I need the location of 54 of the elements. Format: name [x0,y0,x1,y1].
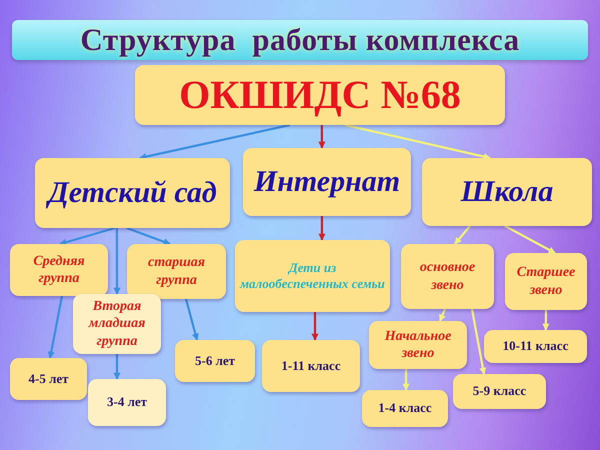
node-label: 5-9 класс [472,383,526,400]
node-box [73,294,161,354]
arrow [139,124,290,160]
node-label: 1-11 класс [281,358,341,374]
node-box [422,158,592,226]
arrow [344,124,491,160]
title: Структура работы комплекса [80,22,520,58]
node-box [484,330,587,363]
node-box [10,358,87,400]
node-label: 10-11 класс [502,338,568,355]
node-label: Детский сад [48,175,217,212]
node-box [262,340,360,392]
node-box [505,253,587,310]
node-label: 3-4 лет [106,394,148,411]
node-label: Интернат [254,164,400,200]
node-label: 5-6 лет [194,352,236,370]
arrow [318,125,326,149]
node-label: старшая группа [147,254,206,289]
arrow [48,296,64,359]
node-box [35,158,230,228]
node-label: Школа [460,174,554,210]
arrow [470,308,486,375]
arrow [504,225,556,254]
node-label: Старшее звено [516,264,576,299]
node-label: Средняя группа [32,252,86,288]
arrow [318,216,326,241]
node-box [235,240,390,312]
arrow [312,312,318,341]
arrow [438,308,446,322]
node-box [453,374,546,409]
arrow [454,225,471,245]
node-box [135,65,505,125]
node-label: 1-4 класс [378,400,432,417]
arrow [542,310,550,331]
node-box [362,390,448,427]
node-label: Дети из малообеспеченных семьи [239,260,386,292]
node-label: Начальное звено [384,328,452,362]
node-box [369,321,467,369]
node-label: ОКШИДС №68 [179,71,461,119]
node-label: Вторая младшая группа [87,298,146,350]
node-box [10,244,108,296]
node-label: 4-5 лет [28,370,69,388]
arrow [59,226,116,246]
node-box [243,148,411,216]
arrow [114,354,120,380]
node-box [88,379,166,426]
node-box [175,340,255,382]
node-label: основное звено [418,259,476,294]
node-box [127,244,226,299]
arrow [184,298,199,341]
arrow [114,228,120,295]
node-box [401,244,494,309]
arrow [402,369,410,391]
arrow [126,226,171,246]
